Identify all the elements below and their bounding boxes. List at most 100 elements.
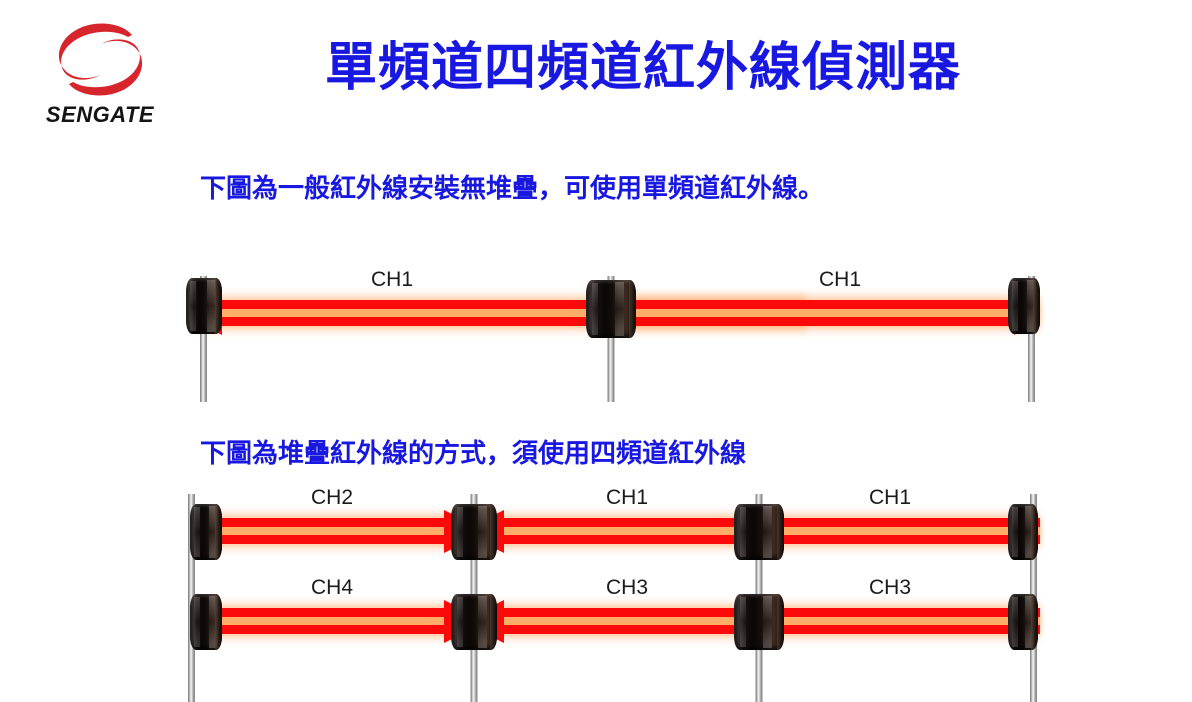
post-head-rim: [629, 280, 636, 338]
caption-four-channel: 下圖為堆疊紅外線的方式，須使用四頻道紅外線: [200, 439, 747, 469]
beam-bar-upper: [196, 300, 806, 309]
beam-bar-upper: [196, 608, 470, 617]
post-head-seam: [193, 597, 200, 647]
beam-core: [600, 308, 1040, 318]
post-head-seam: [193, 507, 200, 557]
sensor-post-stacked-right: [992, 494, 1058, 702]
post-head-seam-secondary: [763, 506, 772, 558]
beam-segment-lower-2: [478, 599, 768, 643]
post-head-seam: [1011, 597, 1018, 647]
beam-segment-lower-3: [760, 599, 1040, 643]
sensor-post-left: [170, 260, 240, 418]
post-sensor-head-lower: [1008, 594, 1038, 650]
post-sensor-head-upper: [190, 504, 222, 560]
beam-bar-lower: [196, 535, 470, 544]
beam-bar-lower: [478, 535, 768, 544]
beam-core: [196, 616, 470, 626]
post-sensor-head-lower: [190, 594, 222, 650]
post-head-seam-secondary: [206, 280, 216, 332]
four-channel-diagram: CH2 CH1 CH1 CH4 CH3 CH3: [0, 486, 1192, 702]
sensor-post-stacked-center-left: [435, 494, 513, 702]
post-pole: [607, 276, 615, 402]
beam-core: [478, 526, 768, 536]
beam-segment-right: [600, 291, 1040, 335]
beam-bar-upper: [478, 608, 768, 617]
beam-bar-lower: [196, 317, 806, 326]
post-head-rim: [215, 594, 222, 650]
post-head-seam: [1011, 281, 1018, 331]
post-sensor-head: [1008, 278, 1040, 334]
beam-core: [196, 526, 470, 536]
brand-name: SENGATE: [45, 102, 155, 127]
post-sensor-head-upper: [734, 504, 784, 560]
post-head-rim: [490, 504, 497, 560]
channel-label-lower-1: CH4: [310, 576, 354, 599]
post-head-seam-secondary: [208, 506, 218, 558]
post-head-rim: [490, 594, 497, 650]
sensor-post-right: [992, 260, 1058, 418]
post-head-seam: [456, 597, 463, 647]
beam-bar-upper: [600, 300, 1040, 309]
post-pole: [1028, 276, 1035, 402]
post-head-seam-secondary: [208, 596, 218, 648]
beam-core: [196, 308, 806, 318]
post-head-seam: [1011, 507, 1018, 557]
single-channel-diagram: CH1 CH1: [0, 250, 1192, 418]
beam-core: [760, 616, 1040, 626]
beam-segment-upper-3: [760, 509, 1040, 553]
post-head-rim: [1031, 504, 1038, 560]
beam-segment-lower-1: [196, 599, 470, 643]
sengate-swoosh-logo-icon: [36, 18, 164, 102]
post-head-seam-secondary: [1025, 596, 1035, 648]
beam-bar-upper: [196, 518, 470, 527]
page-title: 單頻道四頻道紅外線偵測器: [324, 38, 961, 98]
beam-core: [478, 616, 768, 626]
channel-label-lower-3: CH3: [868, 576, 912, 599]
post-head-seam: [740, 507, 746, 557]
post-head-rim: [215, 504, 222, 560]
post-head-seam-secondary: [615, 282, 624, 336]
post-head-seam-secondary: [477, 506, 487, 558]
post-head-rim: [215, 278, 222, 334]
post-head-seam-secondary: [477, 596, 487, 648]
post-sensor-head-lower: [451, 594, 497, 650]
post-sensor-head-upper: [451, 504, 497, 560]
post-head-seam: [740, 597, 746, 647]
beam-bar-upper: [760, 518, 1040, 527]
sensor-post-stacked-center-right: [718, 494, 800, 702]
beam-bar-lower: [478, 625, 768, 634]
beam-bar-upper: [478, 518, 768, 527]
post-head-seam-secondary: [763, 596, 772, 648]
post-sensor-head: [586, 280, 636, 338]
channel-label-lower-2: CH3: [605, 576, 649, 599]
sensor-post-center: [570, 260, 652, 418]
beam-bar-lower: [760, 535, 1040, 544]
post-pole: [200, 276, 207, 402]
post-head-seam: [190, 281, 197, 331]
beam-bar-lower: [600, 317, 1040, 326]
beam-segment-upper-1: [196, 509, 470, 553]
post-head-seam-secondary: [1026, 280, 1036, 332]
brand-logo: SENGATE: [36, 18, 164, 133]
beam-segment-upper-2: [478, 509, 768, 553]
channel-label-left: CH1: [370, 268, 414, 291]
beam-bar-lower: [196, 625, 470, 634]
post-sensor-head: [186, 278, 222, 334]
post-head-seam: [456, 507, 463, 557]
post-head-seam-secondary: [1025, 506, 1035, 558]
post-head-seam: [592, 283, 598, 335]
beam-bar-lower: [760, 625, 1040, 634]
sensor-post-stacked-left: [170, 494, 238, 702]
post-sensor-head-upper: [1008, 504, 1038, 560]
post-sensor-head-lower: [734, 594, 784, 650]
post-head-rim: [777, 504, 784, 560]
channel-label-right: CH1: [818, 268, 862, 291]
caption-single-channel: 下圖為一般紅外線安裝無堆疊，可使用單頻道紅外線。: [200, 174, 825, 204]
channel-label-upper-1: CH2: [310, 486, 354, 509]
channel-label-upper-2: CH1: [605, 486, 649, 509]
post-head-rim: [1031, 594, 1038, 650]
post-head-rim: [1033, 278, 1040, 334]
post-head-rim: [777, 594, 784, 650]
beam-bar-upper: [760, 608, 1040, 617]
channel-label-upper-3: CH1: [868, 486, 912, 509]
